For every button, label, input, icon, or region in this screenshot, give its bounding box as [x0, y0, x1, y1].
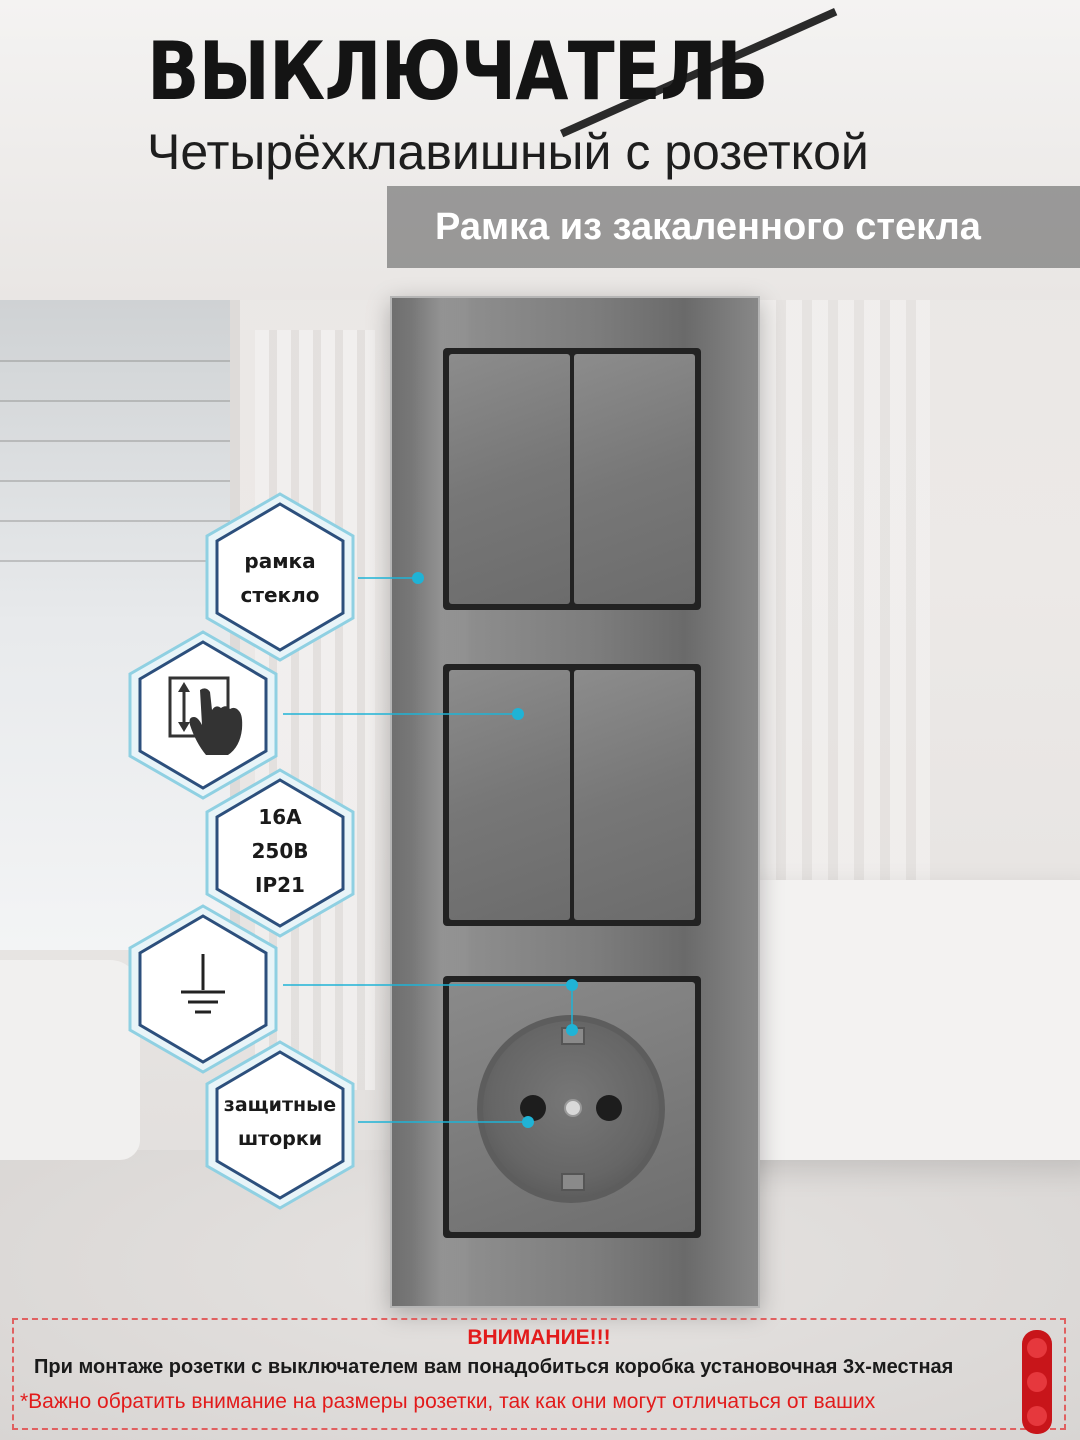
switch-key-top-left [449, 354, 570, 604]
callout-dot-ground-top [566, 979, 578, 991]
rating-ip: IP21 [255, 873, 305, 897]
warning-heading: ВНИМАНИЕ!!! [467, 1326, 611, 1349]
hex-badge-ground [128, 904, 278, 1074]
callout-dot-shutters [522, 1116, 534, 1128]
badge-text-shutters: шторки [237, 1128, 323, 1150]
mounting-box-icon [1022, 1330, 1052, 1434]
switch-key-top-right [574, 354, 695, 604]
socket-shutter-indicator [564, 1099, 582, 1117]
switch-key-middle-right [574, 670, 695, 920]
switch-key-middle-left [449, 670, 570, 920]
ground-icon [181, 954, 225, 1014]
hex-badge-touch [128, 630, 278, 800]
double-switch-middle [443, 664, 701, 926]
callout-dot-frame [412, 572, 424, 584]
background-window [0, 300, 240, 950]
glass-frame [390, 296, 760, 1308]
warning-mount-box-text: При монтаже розетки с выключателем вам п… [34, 1356, 954, 1378]
warning-size-text: *Важно обратить внимание на размеры розе… [20, 1390, 876, 1413]
callout-dot-switch [512, 708, 524, 720]
glass-frame-banner: Рамка из закаленного стекла [387, 186, 1080, 268]
touch-hand-icon [168, 676, 243, 755]
callout-dot-ground-bottom [566, 1024, 578, 1036]
hex-badge-shutters: защитные шторки [205, 1040, 355, 1210]
socket-pin-hole-right [596, 1095, 622, 1121]
rating-voltage: 250В [251, 839, 309, 863]
banner-text: Рамка из закаленного стекла [435, 205, 981, 248]
background-sofa [720, 880, 1080, 1160]
ground-clip-bottom [561, 1173, 585, 1191]
double-switch-top [443, 348, 701, 610]
badge-text-protective: защитные [223, 1094, 337, 1116]
hex-badge-ratings: 16А 250В IP21 [205, 768, 355, 938]
page-subtitle: Четырёхклавишный с розеткой [147, 124, 869, 180]
badge-text-frame: рамка [244, 549, 316, 573]
badge-text-glass: стекло [240, 583, 320, 607]
rating-current: 16А [258, 805, 302, 829]
warning-notice: ВНИМАНИЕ!!! При монтаже розетки с выключ… [12, 1318, 1066, 1430]
hex-badge-glass-frame: рамка стекло [205, 492, 355, 662]
socket-pin-hole-left [520, 1095, 546, 1121]
page-title: ВЫКЛЮЧАТЕЛЬ [147, 25, 769, 118]
